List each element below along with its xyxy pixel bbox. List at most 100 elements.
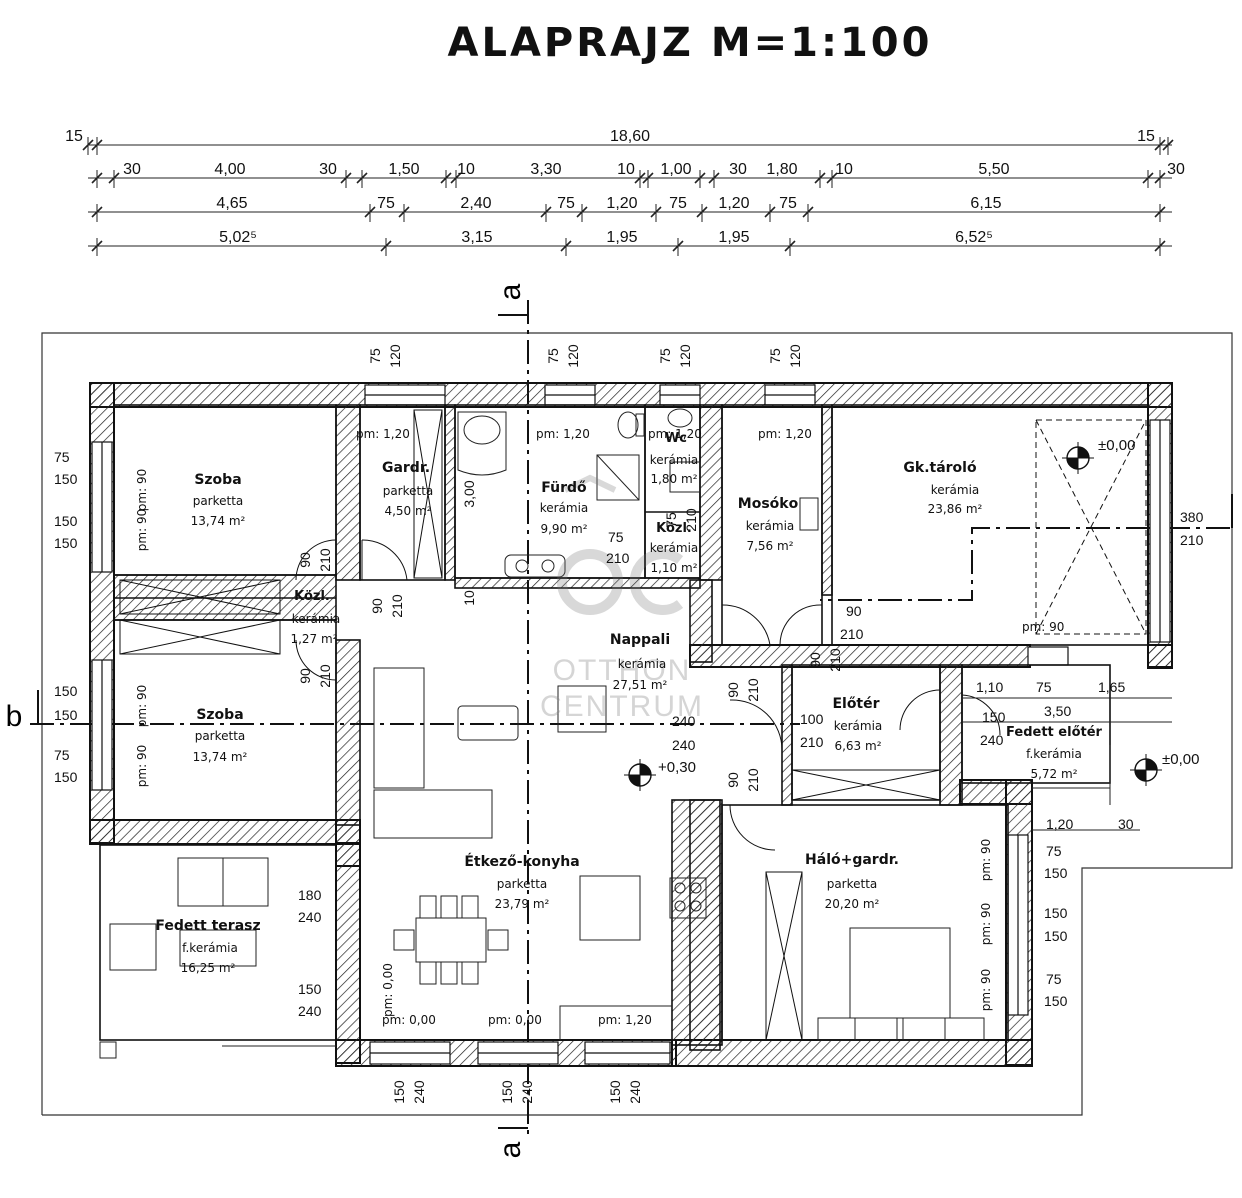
- dimension-value: 5,02⁵: [219, 229, 257, 246]
- dimension-value: 5,50: [978, 161, 1009, 178]
- svg-text:240: 240: [519, 1080, 535, 1104]
- level-labels: ±0,00 ±0,00 +0,30: [658, 437, 1199, 776]
- room-floor: parketta: [195, 729, 246, 743]
- watermark-text-2: CENTRUM: [540, 690, 704, 723]
- pm-label: pm: 90: [979, 969, 993, 1011]
- svg-text:3,00: 3,00: [461, 480, 477, 507]
- room-name: Fedett előtér: [1006, 725, 1102, 740]
- pm-label: pm: 1,20: [598, 1013, 652, 1027]
- room-name: Előtér: [832, 696, 879, 712]
- pm-label: pm: 1,20: [648, 427, 702, 441]
- dimension-value: 30: [123, 161, 141, 178]
- pm-label: pm: 90: [1022, 620, 1064, 634]
- svg-text:90: 90: [725, 772, 741, 788]
- room-name: Gardr.: [382, 460, 430, 476]
- dimension-value: 4,65: [216, 195, 247, 212]
- svg-text:1,65: 1,65: [1098, 679, 1125, 695]
- svg-text:150: 150: [982, 709, 1006, 725]
- section-line-c: [820, 527, 1230, 601]
- section-mark-b: b: [6, 700, 23, 733]
- room-area: 13,74 m²: [191, 514, 246, 528]
- room-area: 13,74 m²: [193, 750, 248, 764]
- svg-text:75: 75: [54, 449, 70, 465]
- svg-text:210: 210: [317, 664, 333, 688]
- dimension-value: 75: [779, 195, 797, 212]
- svg-text:75: 75: [54, 747, 70, 763]
- svg-text:210: 210: [1180, 532, 1204, 548]
- room-floor: kerámia: [931, 483, 980, 497]
- dimension-value: 1,00: [660, 161, 691, 178]
- pm-label: pm: 90: [135, 509, 149, 551]
- room-area: 23,79 m²: [495, 897, 550, 911]
- pm-labels: pm: 1,20 pm: 1,20 pm: 1,20 pm: 1,20 pm: …: [135, 427, 1064, 1027]
- room-floor: parketta: [193, 494, 244, 508]
- dimension-value: 6,15: [970, 195, 1001, 212]
- svg-text:1,10: 1,10: [976, 679, 1003, 695]
- svg-text:150: 150: [54, 683, 78, 699]
- level-label: ±0,00: [1098, 437, 1135, 454]
- section-mark-a-top: a: [494, 283, 527, 300]
- room-name: Szoba: [196, 707, 243, 723]
- room-name: Közl.: [294, 589, 330, 604]
- dimension-value: 10: [617, 161, 635, 178]
- pm-label: pm: 90: [135, 469, 149, 511]
- opening-dimensions: 75 120 75 120 75 120 75 120 75 150 150 1…: [54, 344, 1204, 1104]
- dimension-value: 10: [835, 161, 853, 178]
- svg-text:90: 90: [297, 552, 313, 568]
- room-name: Nappali: [610, 632, 670, 648]
- room-area: 9,90 m²: [540, 522, 587, 536]
- svg-text:75: 75: [767, 348, 783, 364]
- dimension-value: 75: [557, 195, 575, 212]
- pm-label: pm: 0,00: [488, 1013, 542, 1027]
- room-name: Közl.: [656, 521, 692, 536]
- svg-text:90: 90: [297, 668, 313, 684]
- dimension-value: 75: [669, 195, 687, 212]
- pm-label: pm: 0,00: [381, 963, 395, 1017]
- svg-text:240: 240: [980, 732, 1004, 748]
- svg-text:240: 240: [298, 909, 322, 925]
- svg-text:75: 75: [1036, 679, 1052, 695]
- level-symbols: [624, 442, 1162, 791]
- svg-text:75: 75: [657, 348, 673, 364]
- level-label: +0,30: [658, 759, 696, 776]
- svg-text:150: 150: [54, 535, 78, 551]
- svg-text:240: 240: [411, 1080, 427, 1104]
- tick-marks: [82, 137, 1174, 256]
- svg-text:120: 120: [677, 344, 693, 368]
- room-name: Gk.tároló: [903, 460, 977, 476]
- svg-text:90: 90: [846, 603, 862, 619]
- svg-text:240: 240: [672, 737, 696, 753]
- dimension-value: 1,95: [606, 229, 637, 246]
- room-area: 1,80 m²: [650, 472, 697, 486]
- svg-text:75: 75: [663, 512, 679, 528]
- svg-text:150: 150: [54, 513, 78, 529]
- svg-text:150: 150: [54, 707, 78, 723]
- room-floor: kerámia: [292, 612, 341, 626]
- svg-text:150: 150: [1044, 865, 1068, 881]
- wardrobes: [119, 409, 1147, 1041]
- pm-label: pm: 90: [979, 903, 993, 945]
- svg-text:120: 120: [565, 344, 581, 368]
- pm-label: pm: 0,00: [382, 1013, 436, 1027]
- watermark-logo: [557, 474, 684, 615]
- room-floor: kerámia: [650, 453, 699, 467]
- svg-text:150: 150: [607, 1080, 623, 1104]
- dimension-value: 15: [1137, 128, 1155, 145]
- room-floor: parketta: [383, 484, 434, 498]
- room-floor: kerámia: [618, 657, 667, 671]
- svg-text:150: 150: [1044, 928, 1068, 944]
- room-name: Mosókо: [738, 496, 799, 512]
- dimension-value: 3,30: [530, 161, 561, 178]
- svg-text:75: 75: [1046, 843, 1062, 859]
- plan-title: ALAPRAJZ M=1:100: [447, 20, 933, 66]
- room-floor: parketta: [827, 877, 878, 891]
- furniture: [99, 408, 1111, 1059]
- windows: [91, 384, 1171, 1065]
- svg-text:150: 150: [54, 769, 78, 785]
